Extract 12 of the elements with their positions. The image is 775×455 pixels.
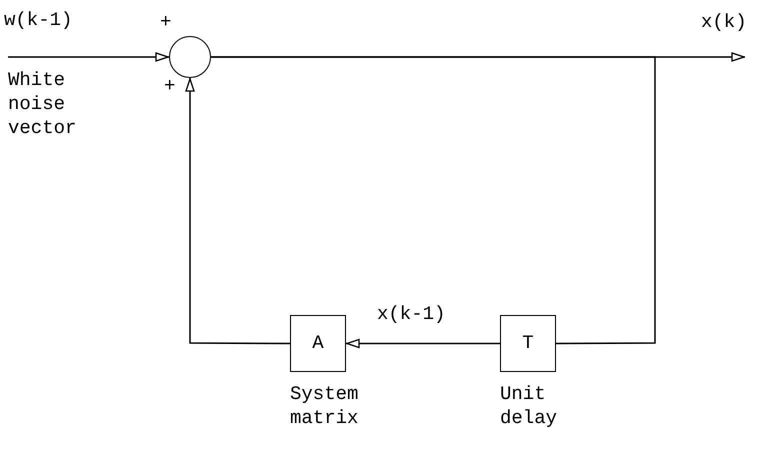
block-caption: System matrix bbox=[290, 382, 360, 430]
block-box: T bbox=[500, 315, 556, 372]
sign-label: + bbox=[164, 74, 176, 99]
arrow bbox=[185, 78, 290, 344]
block-caption: White noise vector bbox=[8, 68, 78, 140]
arrow bbox=[8, 52, 169, 62]
sign-label: + bbox=[160, 10, 172, 35]
input-label: w(k-1) bbox=[4, 8, 104, 32]
summing-junction bbox=[169, 36, 211, 78]
arrow bbox=[346, 338, 500, 348]
block-box: A bbox=[290, 315, 346, 372]
block-caption: Unit delay bbox=[500, 382, 558, 430]
